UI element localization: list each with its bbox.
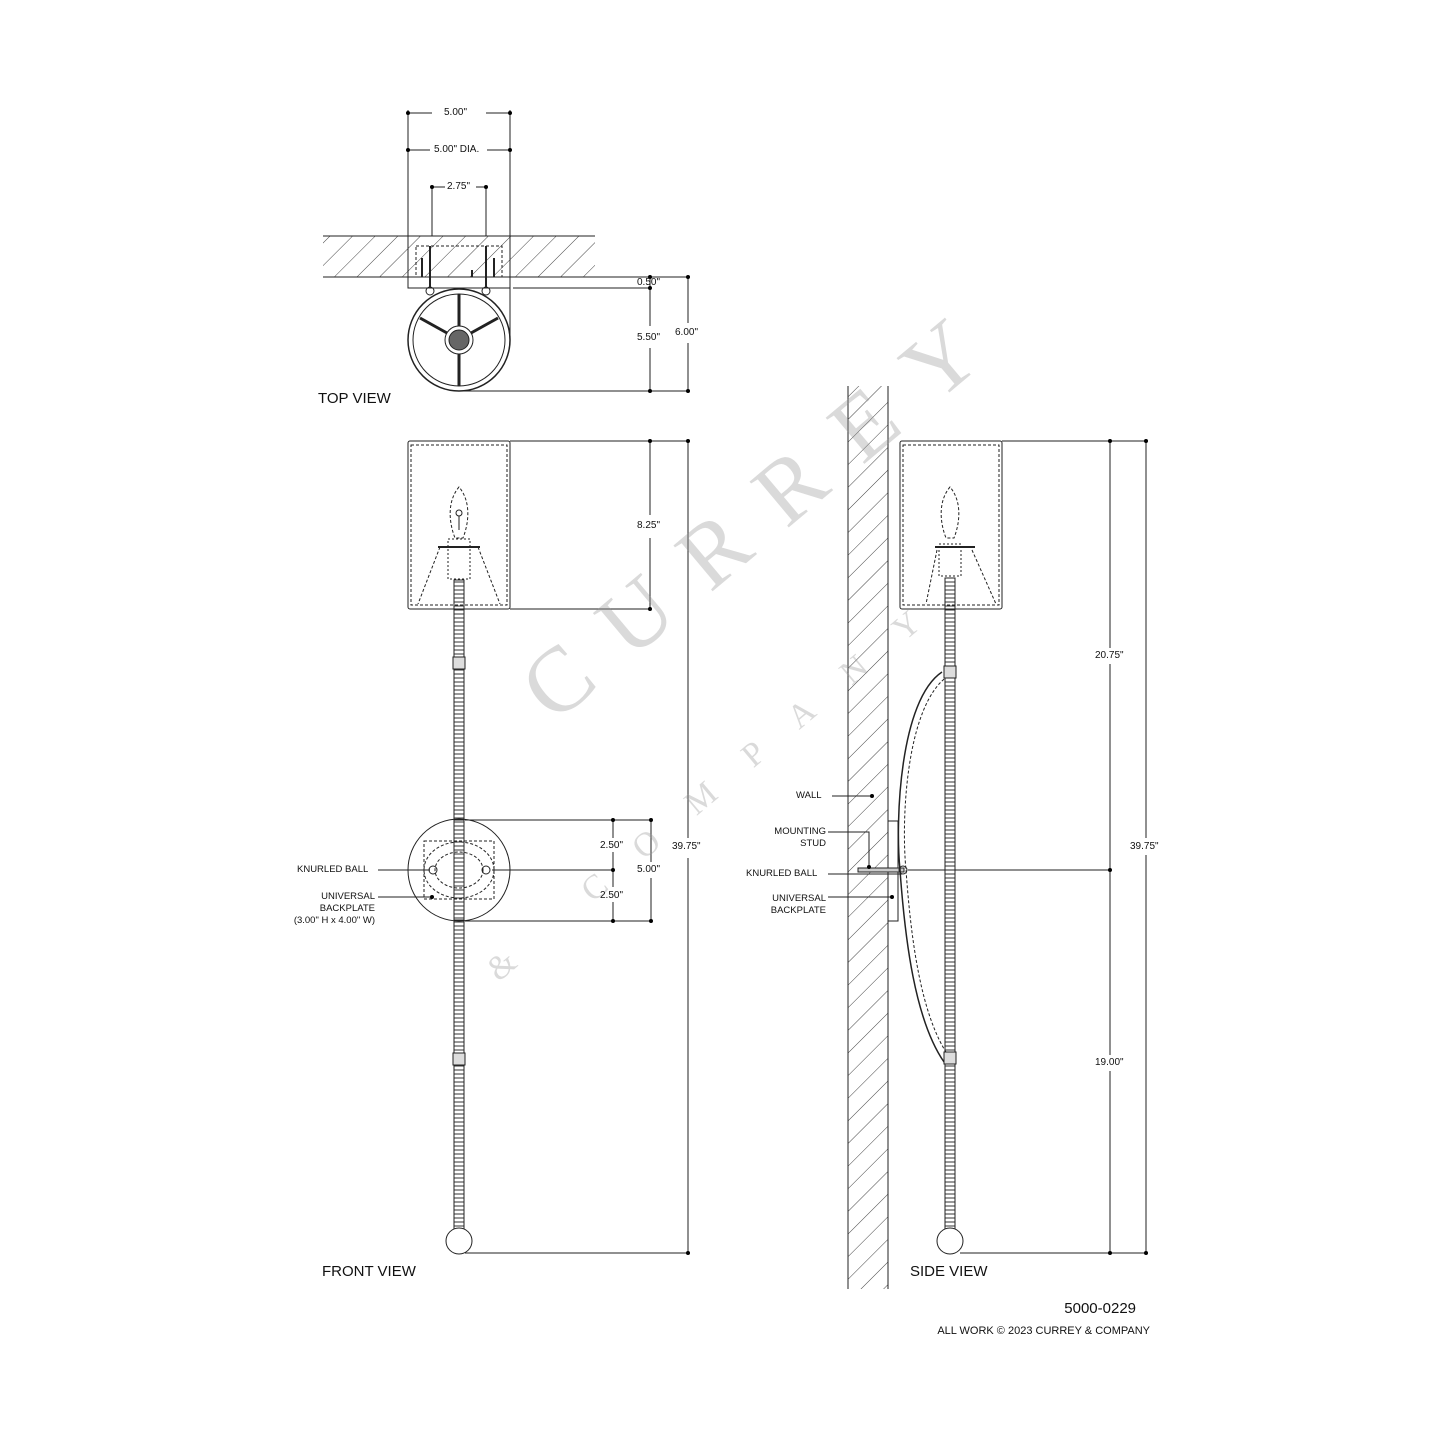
callout-backplate-side-line2: BACKPLATE bbox=[770, 905, 826, 916]
callout-mounting-stud-line1: MOUNTING bbox=[774, 826, 826, 837]
copyright: ALL WORK © 2023 CURREY & COMPANY bbox=[937, 1325, 1150, 1337]
dim-lower-side: 19.00" bbox=[1095, 1057, 1124, 1068]
front-view-drawing bbox=[378, 439, 690, 1255]
top-view-label: TOP VIEW bbox=[318, 390, 391, 407]
callout-mounting-stud-line2: STUD bbox=[800, 838, 826, 849]
dim-lower-half: 2.50" bbox=[600, 890, 624, 901]
dim-backplate-depth: 0.50" bbox=[637, 277, 661, 288]
callout-knurled-ball-front: KNURLED BALL bbox=[297, 864, 369, 875]
dim-top-diameter: 5.00" DIA. bbox=[434, 144, 480, 155]
callout-wall: WALL bbox=[796, 790, 822, 801]
top-view-drawing bbox=[323, 110, 690, 393]
callout-backplate-line2: BACKPLATE bbox=[319, 903, 375, 914]
part-number: 5000-0229 bbox=[1064, 1300, 1136, 1317]
callout-mounting-stud: MOUNTING STUD bbox=[752, 826, 826, 850]
dim-top-width: 5.00" bbox=[444, 107, 468, 118]
dim-total-depth: 6.00" bbox=[675, 327, 699, 338]
callout-backplate-line3: (3.00" H x 4.00" W) bbox=[293, 915, 375, 926]
callout-backplate-line1: UNIVERSAL bbox=[321, 891, 375, 902]
dim-shade-height: 8.25" bbox=[637, 520, 661, 531]
dim-overall-height-front: 39.75" bbox=[672, 841, 701, 852]
dim-backplate-height: 5.00" bbox=[637, 864, 661, 875]
front-view-label: FRONT VIEW bbox=[322, 1263, 416, 1280]
callout-backplate-side: UNIVERSAL BACKPLATE bbox=[752, 893, 826, 917]
dim-stud-spacing: 2.75" bbox=[447, 181, 471, 192]
dim-upper-half: 2.50" bbox=[600, 840, 624, 851]
dim-shade-depth: 5.50" bbox=[637, 332, 661, 343]
callout-backplate-front: UNIVERSAL BACKPLATE (3.00" H x 4.00" W) bbox=[283, 891, 375, 927]
callout-knurled-ball-side: KNURLED BALL bbox=[746, 868, 818, 879]
dim-overall-height-side: 39.75" bbox=[1130, 841, 1159, 852]
dim-upper-side: 20.75" bbox=[1095, 650, 1124, 661]
callout-backplate-side-line1: UNIVERSAL bbox=[772, 893, 826, 904]
side-view-label: SIDE VIEW bbox=[910, 1263, 988, 1280]
side-view-drawing bbox=[828, 386, 1148, 1289]
